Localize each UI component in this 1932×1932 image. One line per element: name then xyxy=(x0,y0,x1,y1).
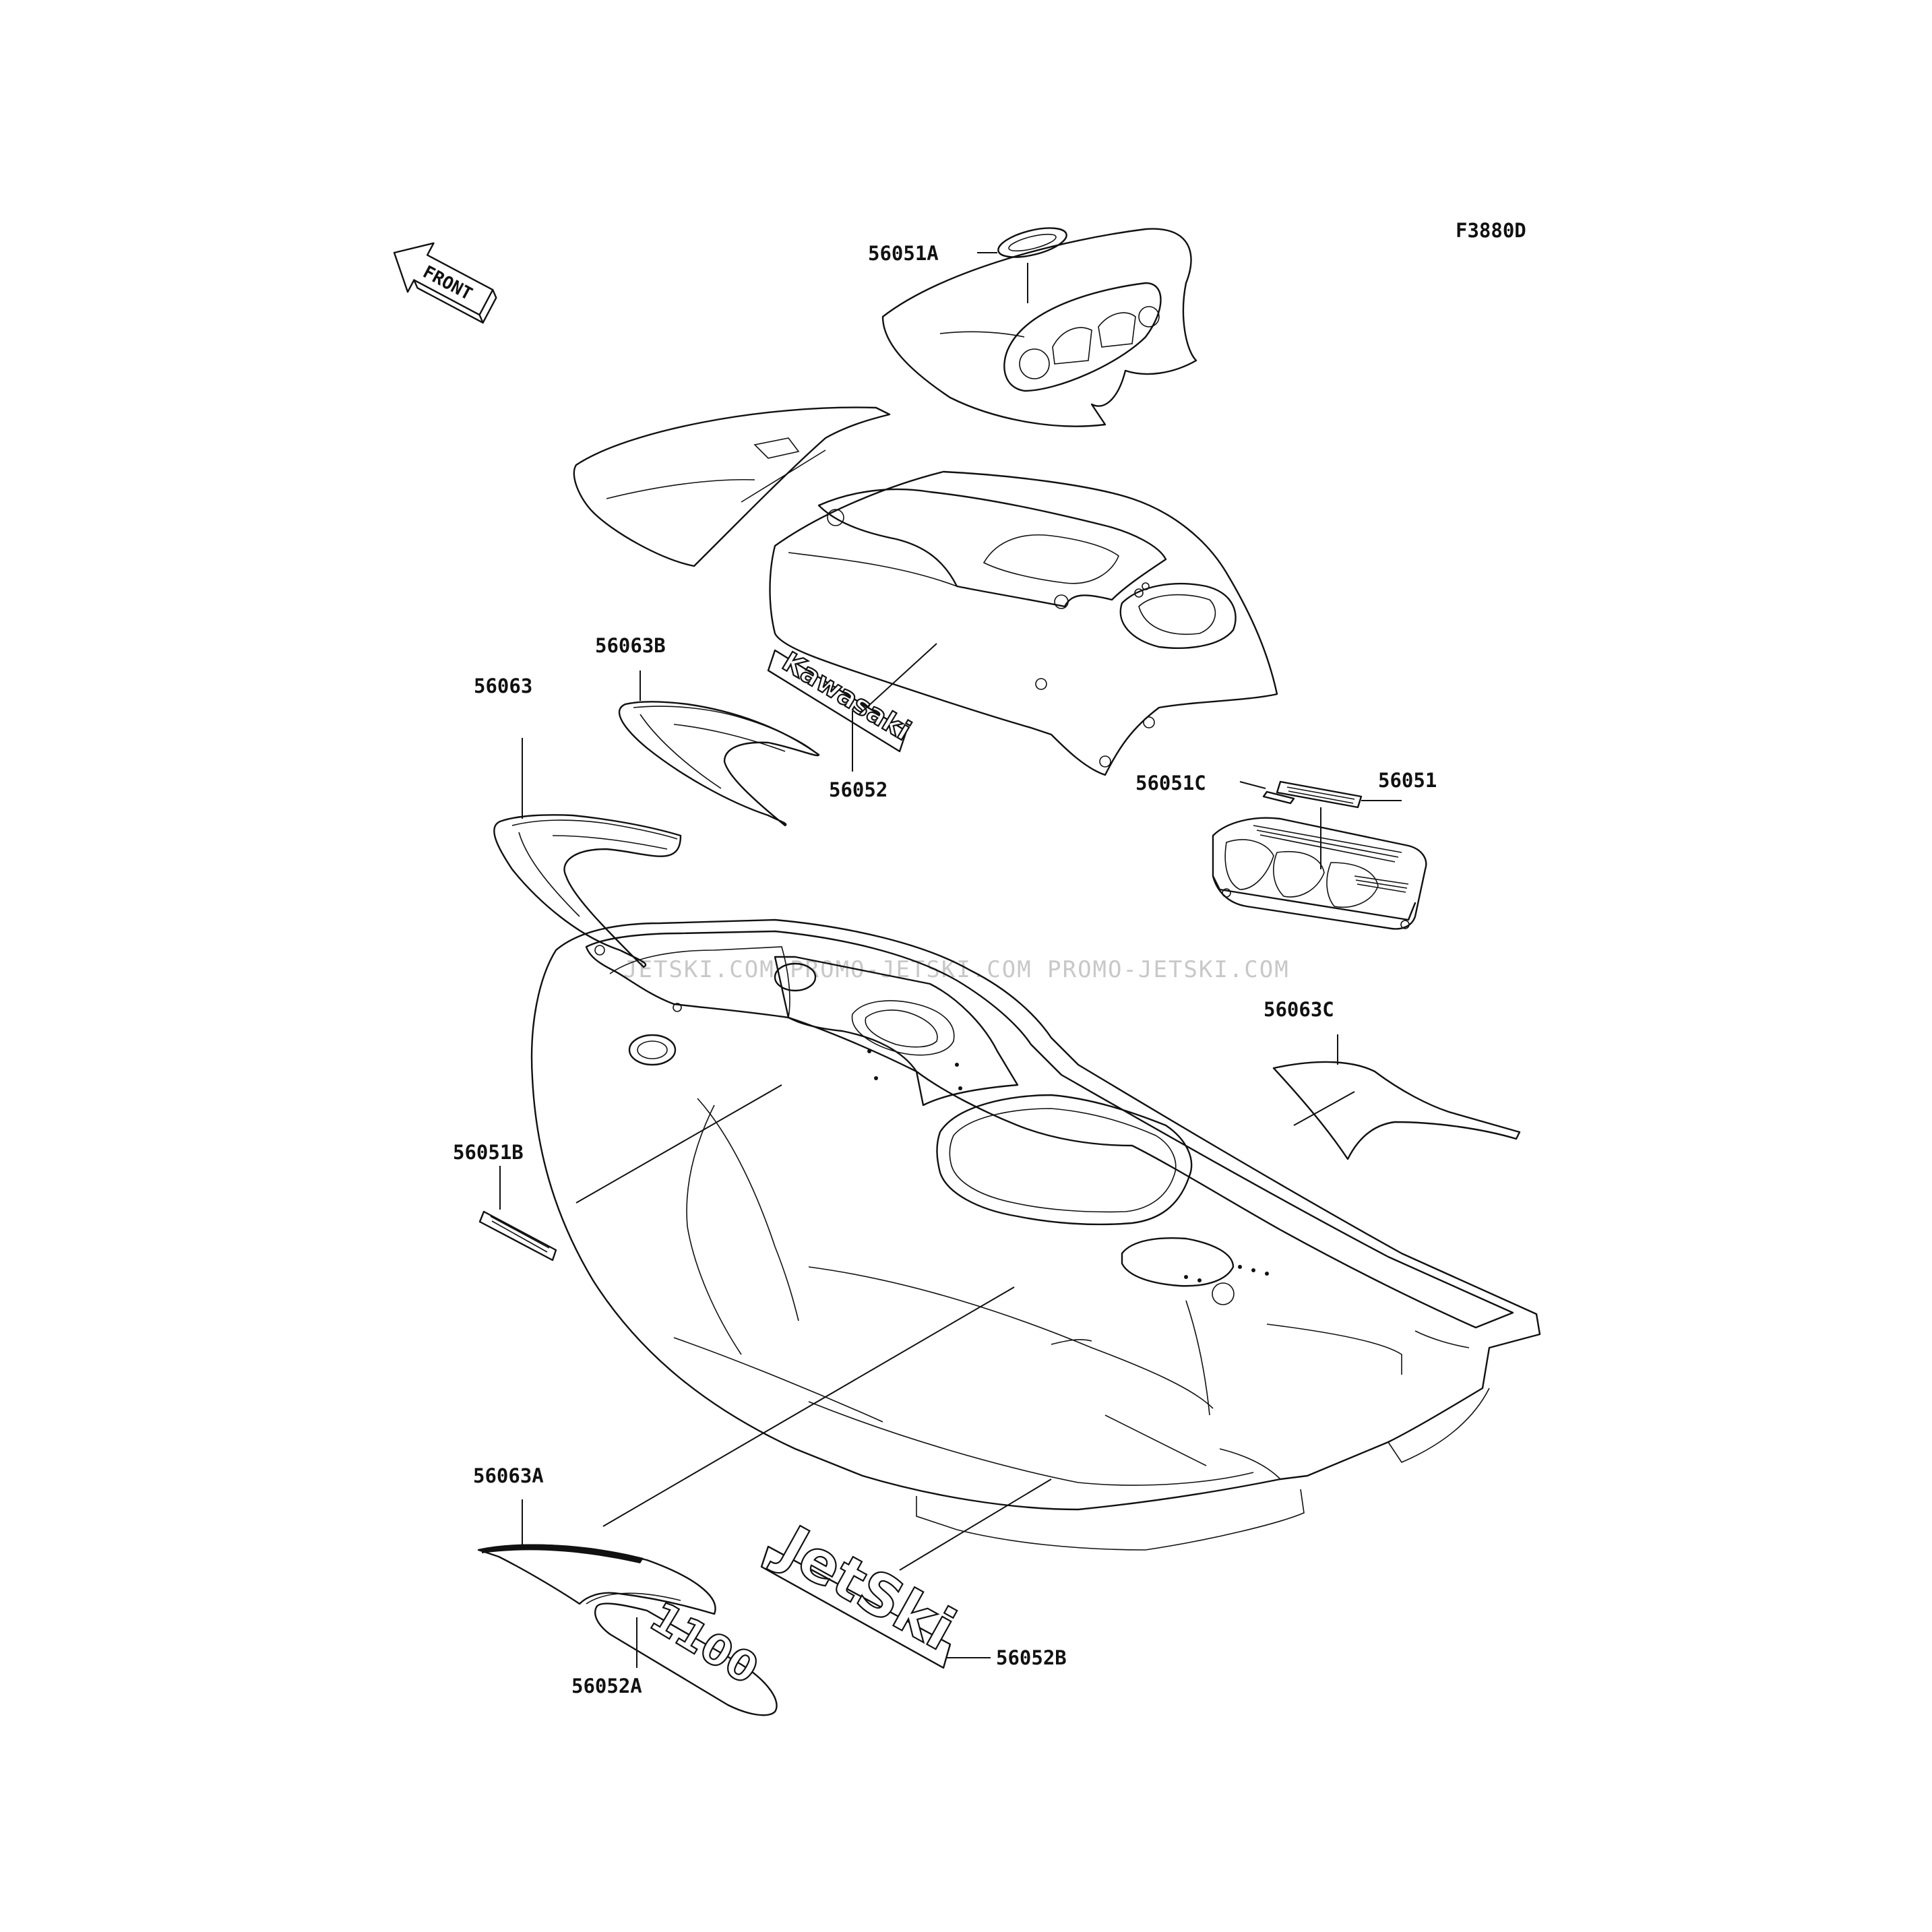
hull-body xyxy=(530,918,1541,1551)
diagram-code: F3880D xyxy=(1456,219,1526,242)
airbox-cover xyxy=(1212,817,1427,930)
decal-56051 xyxy=(1276,780,1363,809)
model-1100-text: 1100 xyxy=(642,1592,767,1693)
label-56063: 56063 xyxy=(474,675,532,697)
handlebar-cover xyxy=(881,228,1197,427)
label-56051B: 56051B xyxy=(453,1141,524,1164)
decal-56063 xyxy=(493,814,682,968)
label-56052B: 56052B xyxy=(996,1646,1067,1669)
decal-56051A xyxy=(997,227,1067,258)
label-56063C: 56063C xyxy=(1264,998,1334,1021)
label-56051A: 56051A xyxy=(868,242,939,265)
label-56052: 56052 xyxy=(829,778,887,801)
storage-lid xyxy=(573,406,891,567)
jetski-logo-text: JetSki xyxy=(765,1512,966,1664)
decal-56063B xyxy=(618,701,820,827)
decal-56063C xyxy=(1272,1061,1521,1160)
decal-56051C xyxy=(1262,790,1295,805)
kawasaki-logo-text: Kawasaki xyxy=(777,646,916,747)
decal-56052B: JetSki xyxy=(760,1511,966,1669)
decal-56052: Kawasaki xyxy=(767,646,916,753)
label-56063B: 56063B xyxy=(595,634,666,657)
label-56052A: 56052A xyxy=(571,1675,642,1697)
front-arrow-icon: FRONT xyxy=(393,242,497,324)
deck-upper xyxy=(769,470,1278,776)
label-56051C: 56051C xyxy=(1135,772,1206,794)
decal-56051B xyxy=(478,1210,557,1261)
label-56051: 56051 xyxy=(1378,769,1437,792)
watermark: JETSKI.COM PROMO-JETSKI.COM PROMO-JETSKI… xyxy=(623,956,1290,983)
label-56063A: 56063A xyxy=(473,1464,544,1487)
